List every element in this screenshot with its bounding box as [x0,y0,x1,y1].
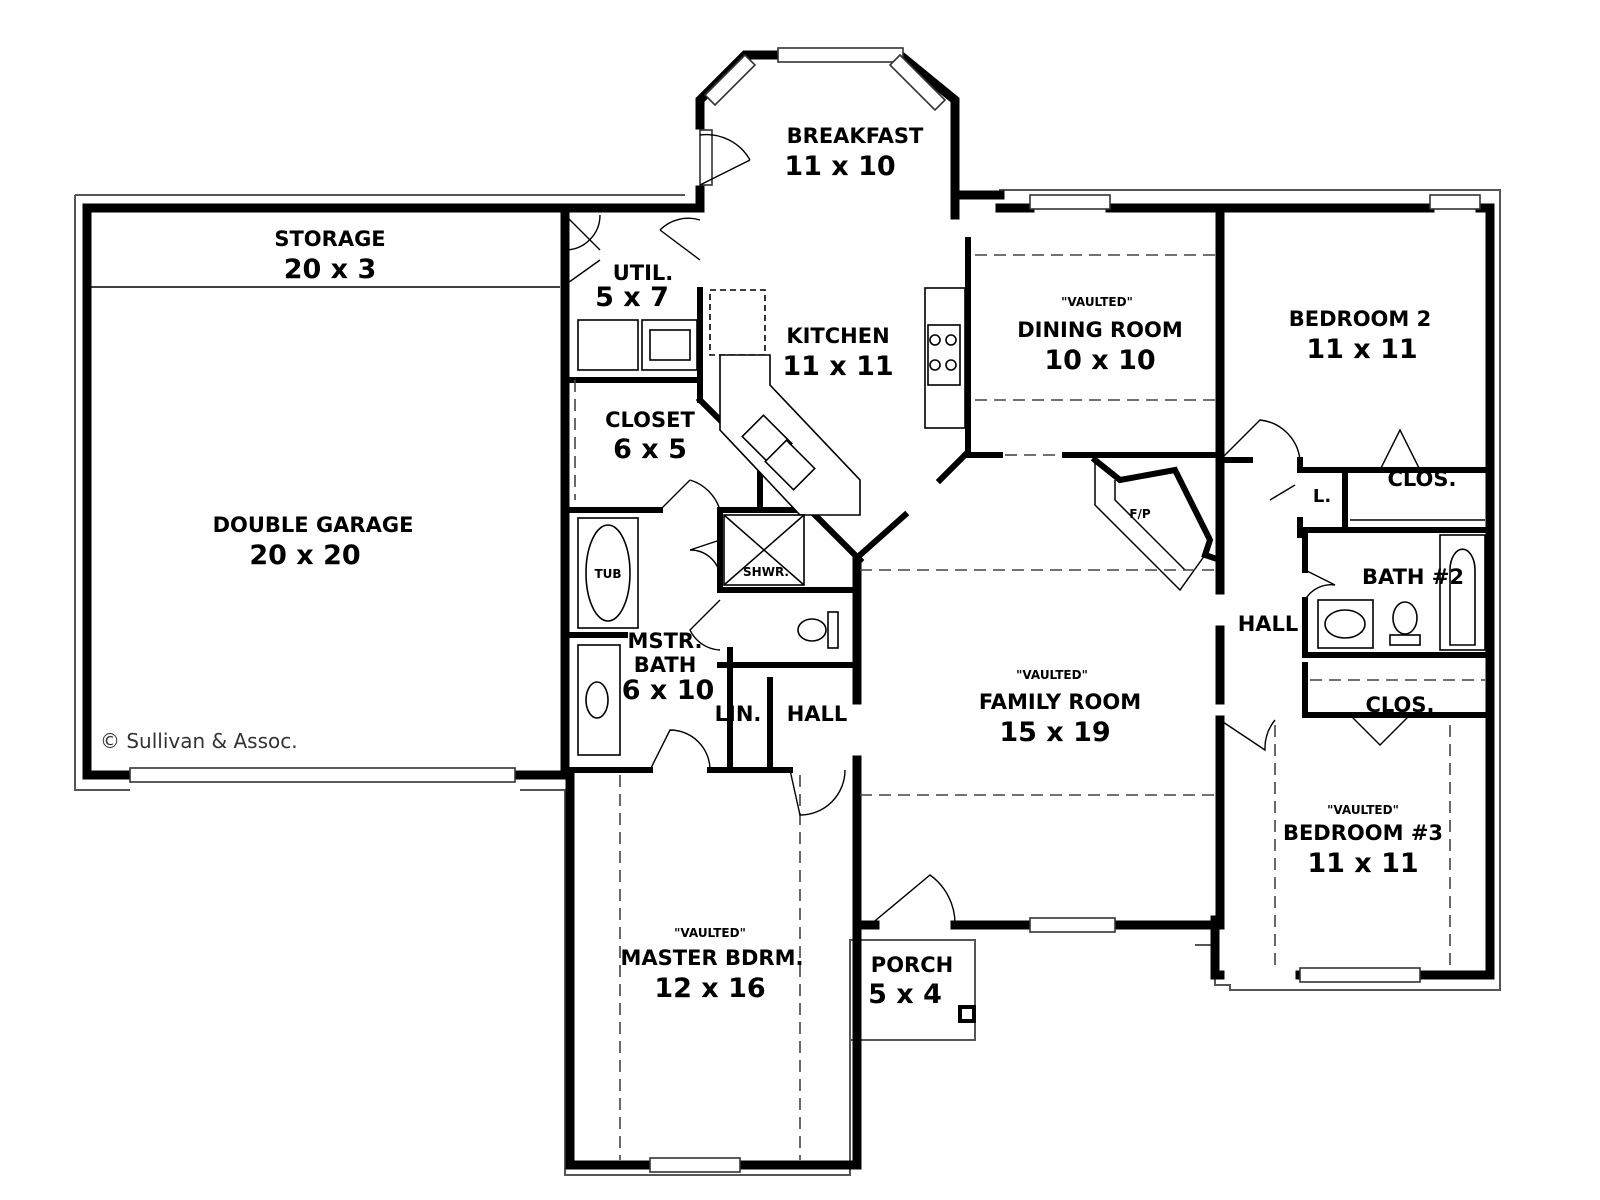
room-clos-lower: CLOS. [1366,693,1435,717]
exterior-walls [82,50,1495,1170]
room-storage-name: STORAGE [274,227,385,251]
room-bedroom2-name: BEDROOM 2 [1289,307,1431,331]
room-dining-name: DINING ROOM [1017,318,1183,342]
room-master-dims: 12 x 16 [654,973,765,1004]
fireplace-label: F/P [1129,507,1151,521]
room-bedroom3: "VAULTED" BEDROOM #3 11 x 11 [1283,803,1443,879]
room-porch-name: PORCH [871,953,953,977]
room-breakfast-dims: 11 x 10 [784,151,895,182]
room-closet: CLOSET 6 x 5 [605,408,695,465]
room-closet-dims: 6 x 5 [613,434,687,465]
room-porch-dims: 5 x 4 [868,979,942,1010]
shower-label: SHWR. [743,565,789,579]
room-lin: LIN. [715,702,762,726]
room-garage-dims: 20 x 20 [249,540,360,571]
room-storage-dims: 20 x 3 [284,254,377,285]
room-kitchen: KITCHEN 11 x 11 [782,324,893,382]
room-breakfast: BREAKFAST 11 x 10 [784,124,924,182]
room-master: "VAULTED" MASTER BDRM. 12 x 16 [621,926,804,1004]
room-mstr-bath-name-1: MSTR. [628,629,703,653]
room-garage: DOUBLE GARAGE 20 x 20 [213,513,414,571]
room-garage-name: DOUBLE GARAGE [213,513,414,537]
room-kitchen-name: KITCHEN [786,324,889,348]
room-util: UTIL. 5 x 7 [595,261,673,313]
room-clos-upper: CLOS. [1388,467,1457,491]
room-mstr-bath: MSTR. BATH 6 x 10 [622,629,715,706]
room-labels: BREAKFAST 11 x 10 STORAGE 20 x 3 UTIL. 5… [213,124,1464,1010]
room-hall-right-name: HALL [1238,612,1299,636]
room-hall-center: HALL [787,702,848,726]
room-storage: STORAGE 20 x 3 [274,227,385,285]
room-bedroom3-note: "VAULTED" [1327,803,1399,817]
room-kitchen-dims: 11 x 11 [782,351,893,382]
fixture-labels: TUB SHWR. F/P © Sullivan & Assoc. [100,507,1151,753]
room-porch: PORCH 5 x 4 [868,953,953,1010]
room-bath2-name: BATH #2 [1362,565,1464,589]
room-bedroom3-name: BEDROOM #3 [1283,821,1443,845]
room-util-dims: 5 x 7 [595,282,669,313]
room-family-dims: 15 x 19 [999,717,1110,748]
room-dining: "VAULTED" DINING ROOM 10 x 10 [1017,295,1183,376]
tub-label: TUB [594,567,621,581]
room-breakfast-name: BREAKFAST [787,124,924,148]
room-dining-note: "VAULTED" [1061,295,1133,309]
interior-walls [560,203,1493,930]
room-clos-lower-name: CLOS. [1366,693,1435,717]
fixtures [577,287,1486,1023]
room-linen-small-name: L. [1313,486,1331,507]
room-lin-name: LIN. [715,702,762,726]
room-clos-upper-name: CLOS. [1388,467,1457,491]
room-bedroom3-dims: 11 x 11 [1307,848,1418,879]
room-master-name: MASTER BDRM. [621,946,804,970]
copyright-label: © Sullivan & Assoc. [100,729,298,753]
room-family-name: FAMILY ROOM [979,690,1141,714]
room-bedroom2-dims: 11 x 11 [1306,334,1417,365]
room-bedroom2: BEDROOM 2 11 x 11 [1289,307,1431,365]
room-family: "VAULTED" FAMILY ROOM 15 x 19 [979,668,1141,748]
vault-lines [90,254,1451,1160]
room-hall-right: HALL [1238,612,1299,636]
room-util-name: UTIL. [613,261,674,285]
room-linen-small: L. [1313,486,1331,507]
room-hall-center-name: HALL [787,702,848,726]
room-bath2: BATH #2 [1362,565,1464,589]
room-closet-name: CLOSET [605,408,695,432]
room-mstr-bath-dims: 6 x 10 [622,675,715,706]
room-dining-dims: 10 x 10 [1044,345,1155,376]
room-family-note: "VAULTED" [1016,668,1088,682]
doors [564,133,1421,926]
windows [129,47,1481,1173]
room-mstr-bath-name-2: BATH [634,653,697,677]
room-master-note: "VAULTED" [674,926,746,940]
